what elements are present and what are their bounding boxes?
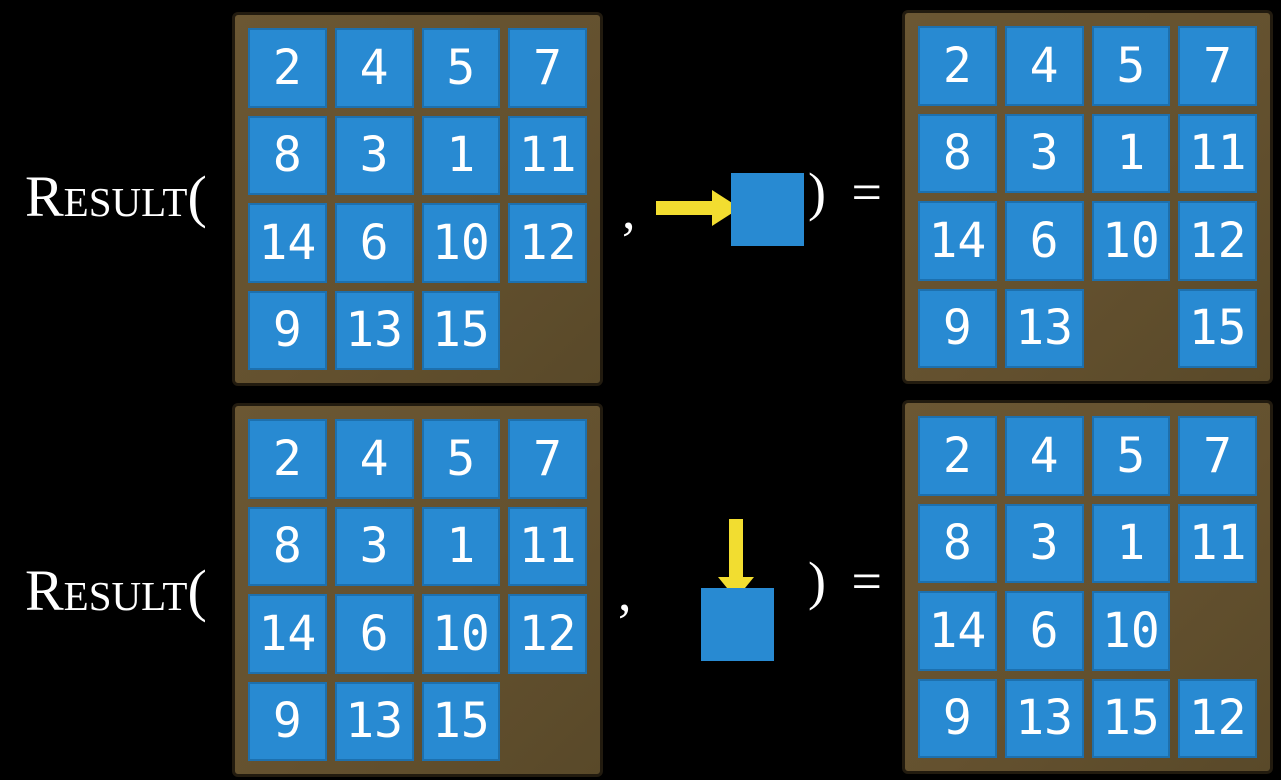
empty-cell	[1178, 591, 1257, 671]
tile-11: 11	[508, 506, 587, 586]
result-function-label: Result(	[25, 558, 207, 623]
tile-5: 5	[421, 419, 501, 499]
tile-7: 7	[1178, 26, 1257, 106]
action-tile	[701, 588, 774, 661]
tile-9: 9	[248, 681, 327, 761]
tile-11: 11	[1178, 503, 1257, 583]
tile-1: 1	[421, 506, 501, 586]
close-paren-equals: ) =	[808, 162, 888, 222]
tile-5: 5	[1091, 26, 1171, 106]
tile-9: 9	[918, 678, 997, 758]
tile-4: 4	[1004, 26, 1084, 106]
tile-5: 5	[1091, 416, 1171, 496]
tile-9: 9	[248, 290, 327, 370]
tile-13: 13	[334, 681, 414, 761]
tile-4: 4	[334, 28, 414, 108]
tile-9: 9	[918, 288, 997, 368]
tile-7: 7	[1178, 416, 1257, 496]
tile-12: 12	[1178, 678, 1257, 758]
tile-3: 3	[1004, 113, 1084, 193]
tile-1: 1	[1091, 113, 1171, 193]
tile-10: 10	[1091, 591, 1171, 671]
tile-12: 12	[508, 203, 587, 283]
tile-8: 8	[248, 115, 327, 195]
close-paren-equals: ) =	[808, 551, 888, 611]
tile-13: 13	[1004, 678, 1084, 758]
tile-12: 12	[508, 594, 587, 674]
tile-8: 8	[248, 506, 327, 586]
tile-12: 12	[1178, 201, 1257, 281]
tile-10: 10	[421, 594, 501, 674]
tile-15: 15	[1178, 288, 1257, 368]
tile-2: 2	[248, 28, 327, 108]
tile-11: 11	[508, 115, 587, 195]
tile-5: 5	[421, 28, 501, 108]
empty-cell	[1092, 289, 1171, 369]
tile-3: 3	[334, 506, 414, 586]
tile-15: 15	[421, 681, 501, 761]
tile-13: 13	[1004, 288, 1084, 368]
tile-14: 14	[918, 201, 997, 281]
tile-8: 8	[918, 113, 997, 193]
tile-8: 8	[918, 503, 997, 583]
action-tile	[731, 173, 804, 246]
tile-2: 2	[918, 416, 997, 496]
tile-11: 11	[1178, 113, 1257, 193]
move-right-arrow-icon	[656, 190, 740, 226]
tile-1: 1	[421, 115, 501, 195]
tile-14: 14	[248, 594, 327, 674]
tile-14: 14	[918, 591, 997, 671]
empty-cell	[508, 682, 587, 762]
tile-2: 2	[248, 419, 327, 499]
tile-14: 14	[248, 203, 327, 283]
tile-7: 7	[508, 28, 587, 108]
tile-7: 7	[508, 419, 587, 499]
tile-15: 15	[1091, 678, 1171, 758]
result-function-label: Result(	[25, 164, 207, 229]
tile-13: 13	[334, 290, 414, 370]
tile-4: 4	[1004, 416, 1084, 496]
move-down-arrow-icon	[718, 519, 754, 599]
tile-3: 3	[1004, 503, 1084, 583]
tile-2: 2	[918, 26, 997, 106]
tile-6: 6	[1004, 591, 1084, 671]
empty-cell	[508, 291, 587, 371]
comma: ,	[618, 562, 632, 622]
tile-10: 10	[421, 203, 501, 283]
tile-4: 4	[334, 419, 414, 499]
tile-6: 6	[1004, 201, 1084, 281]
tile-3: 3	[334, 115, 414, 195]
comma: ,	[622, 180, 636, 240]
tile-10: 10	[1091, 201, 1171, 281]
tile-6: 6	[334, 594, 414, 674]
tile-6: 6	[334, 203, 414, 283]
tile-15: 15	[421, 290, 501, 370]
tile-1: 1	[1091, 503, 1171, 583]
